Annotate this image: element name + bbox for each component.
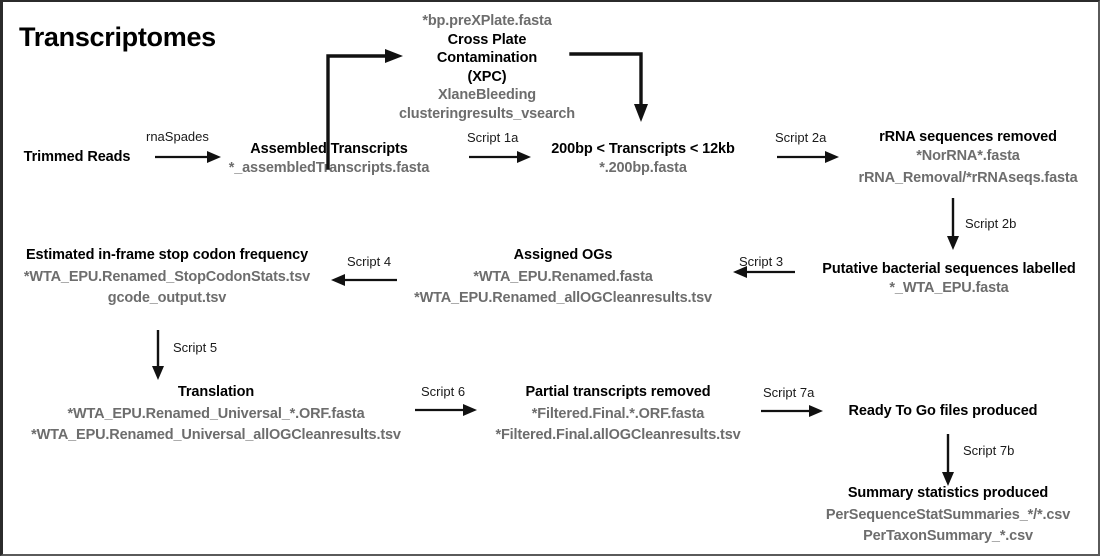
arrow-label-script-6: Script 6 xyxy=(421,384,466,399)
node-translation: Translation *WTA_EPU.Renamed_Universal_*… xyxy=(7,383,425,445)
arrow-elbow-from-xpc xyxy=(569,52,648,122)
xpc-heading-line-1: Cross Plate xyxy=(447,31,527,48)
arrow-label-script-7b: Script 7b xyxy=(963,443,1015,458)
translation-file-2: *WTA_EPU.Renamed_Universal_allOGCleanres… xyxy=(31,427,401,444)
node-summary-statistics: Summary statistics produced PerSequenceS… xyxy=(803,484,1093,546)
xpc-file-1: XlaneBleeding xyxy=(438,87,536,104)
arrow-script-6 xyxy=(415,404,477,416)
arrow-elbow-to-xpc xyxy=(326,49,403,170)
summary-statistics-heading: Summary statistics produced xyxy=(847,485,1049,501)
partial-transcripts-removed-file-2: *Filtered.Final.allOGCleanresults.tsv xyxy=(495,427,741,444)
rrna-removed-heading: rRNA sequences removed xyxy=(879,129,1057,145)
xpc-heading-line-2: Contamination xyxy=(436,50,538,67)
arrow-script-2b xyxy=(947,198,959,250)
rrna-removed-file-2: rRNA_Removal/*rRNAseqs.fasta xyxy=(858,170,1078,187)
bacterial-labelled-file-1: *_WTA_EPU.fasta xyxy=(889,279,1009,296)
transcript-length-filter-file-1: *.200bp.fasta xyxy=(599,159,687,176)
translation-file-1: *WTA_EPU.Renamed_Universal_*.ORF.fasta xyxy=(67,405,365,422)
arrow-script-7a xyxy=(761,405,823,417)
arrow-rnaspades xyxy=(155,151,221,163)
translation-heading: Translation xyxy=(177,384,255,400)
bacterial-labelled-heading: Putative bacterial sequences labelled xyxy=(822,261,1076,277)
node-cross-plate-contamination: *bp.preXPlate.fasta Cross Plate Contamin… xyxy=(389,12,585,123)
partial-transcripts-removed-file-1: *Filtered.Final.*.ORF.fasta xyxy=(531,405,705,422)
arrow-label-script-2a: Script 2a xyxy=(775,130,827,145)
node-ready-to-go: Ready To Go files produced xyxy=(823,402,1063,421)
partial-transcripts-removed-heading: Partial transcripts removed xyxy=(525,384,711,400)
arrow-label-script-3: Script 3 xyxy=(739,254,784,269)
node-stop-codon-frequency: Estimated in-frame stop codon frequency … xyxy=(7,246,327,308)
assigned-ogs-file-2: *WTA_EPU.Renamed_allOGCleanresults.tsv xyxy=(414,290,712,307)
arrow-label-rnaspades: rnaSpades xyxy=(146,129,209,144)
summary-statistics-file-1: PerSequenceStatSummaries_*/*.csv xyxy=(825,506,1071,523)
rrna-removed-file-1: *NorRNA*.fasta xyxy=(916,147,1020,164)
ready-to-go-heading: Ready To Go files produced xyxy=(848,403,1038,419)
arrow-script-2a xyxy=(777,151,839,163)
arrow-script-4 xyxy=(331,274,397,286)
stop-codon-frequency-heading: Estimated in-frame stop codon frequency xyxy=(25,247,309,263)
arrow-label-script-5: Script 5 xyxy=(173,340,218,355)
node-partial-transcripts-removed: Partial transcripts removed *Filtered.Fi… xyxy=(473,383,763,445)
assigned-ogs-heading: Assigned OGs xyxy=(513,247,613,263)
node-bacterial-labelled: Putative bacterial sequences labelled *_… xyxy=(803,260,1095,297)
node-rrna-removed: rRNA sequences removed *NorRNA*.fasta rR… xyxy=(841,128,1095,188)
arrow-label-script-7a: Script 7a xyxy=(763,385,815,400)
node-transcript-length-filter: 200bp < Transcripts < 12kb *.200bp.fasta xyxy=(531,140,755,177)
assigned-ogs-file-1: *WTA_EPU.Renamed.fasta xyxy=(473,268,653,285)
arrow-script-3 xyxy=(733,266,795,278)
arrow-label-script-2b: Script 2b xyxy=(965,216,1017,231)
node-trimmed-reads: Trimmed Reads xyxy=(13,148,141,167)
arrow-label-script-1a: Script 1a xyxy=(467,130,519,145)
trimmed-reads-heading: Trimmed Reads xyxy=(23,149,131,165)
node-assigned-ogs: Assigned OGs *WTA_EPU.Renamed.fasta *WTA… xyxy=(403,246,723,308)
xpc-file-top: *bp.preXPlate.fasta xyxy=(422,13,552,29)
arrow-script-1a xyxy=(469,151,531,163)
arrow-script-7b xyxy=(942,434,954,486)
xpc-file-2: clusteringresults_vsearch xyxy=(399,105,575,122)
page-title: Transcriptomes xyxy=(19,22,216,52)
transcript-length-filter-heading: 200bp < Transcripts < 12kb xyxy=(551,141,735,157)
stop-codon-frequency-file-1: *WTA_EPU.Renamed_StopCodonStats.tsv xyxy=(23,268,311,285)
arrow-label-script-4: Script 4 xyxy=(347,254,392,269)
stop-codon-frequency-file-2: gcode_output.tsv xyxy=(107,290,227,307)
xpc-heading-line-3: (XPC) xyxy=(467,68,507,85)
summary-statistics-file-2: PerTaxonSummary_*.csv xyxy=(863,528,1033,545)
arrow-script-5 xyxy=(152,330,164,380)
